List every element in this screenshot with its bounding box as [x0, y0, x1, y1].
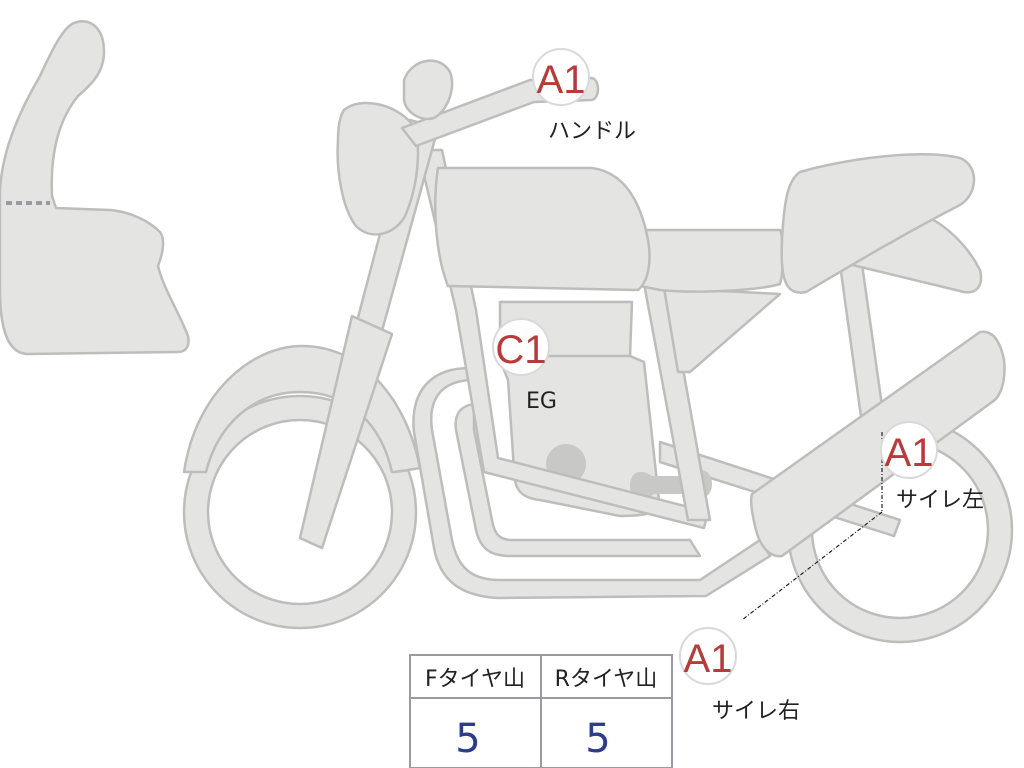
rear-tire-value: 5	[585, 716, 610, 762]
tire-tread-table: Fタイヤ山 Rタイヤ山 5 5	[409, 654, 673, 768]
side-cover	[662, 286, 782, 374]
mirror	[402, 59, 454, 121]
headlight	[336, 101, 420, 236]
marker-label: サイレ左	[896, 488, 984, 513]
front-tire-value: 5	[455, 716, 480, 762]
seat	[638, 228, 785, 293]
marker-code: A1	[885, 431, 934, 475]
rear-tire-header: Rタイヤ山	[555, 667, 658, 692]
marker-label: サイレ右	[712, 699, 800, 724]
front-cowl	[0, 20, 190, 356]
marker-handle: A1 ハンドル	[532, 48, 636, 144]
marker-circle	[679, 627, 737, 685]
rear-shock	[836, 248, 886, 426]
exhaust-pipe-lower	[412, 366, 772, 600]
front-tire-header: Fタイヤ山	[425, 667, 525, 692]
marker-circle	[532, 48, 590, 106]
marker-circle	[880, 421, 938, 479]
marker-silencer-left: A1 サイレ左	[880, 421, 984, 513]
marker-label: ハンドル	[548, 119, 636, 144]
leader-line-diagonal	[741, 511, 883, 621]
marker-circle	[492, 318, 550, 376]
silencer-lower	[749, 330, 1006, 558]
marker-silencer-right: A1 サイレ右	[679, 627, 800, 724]
marker-engine: C1 EG	[492, 318, 557, 414]
marker-code: C1	[495, 328, 546, 372]
seat-hump	[780, 153, 976, 294]
fuel-tank	[434, 166, 651, 292]
exhaust-pipe-upper	[454, 402, 702, 558]
front-wheel-hub	[206, 418, 394, 606]
fork-lower	[298, 314, 394, 550]
marker-code: A1	[537, 58, 586, 102]
marker-label: EG	[526, 389, 557, 414]
marker-code: A1	[684, 637, 733, 681]
